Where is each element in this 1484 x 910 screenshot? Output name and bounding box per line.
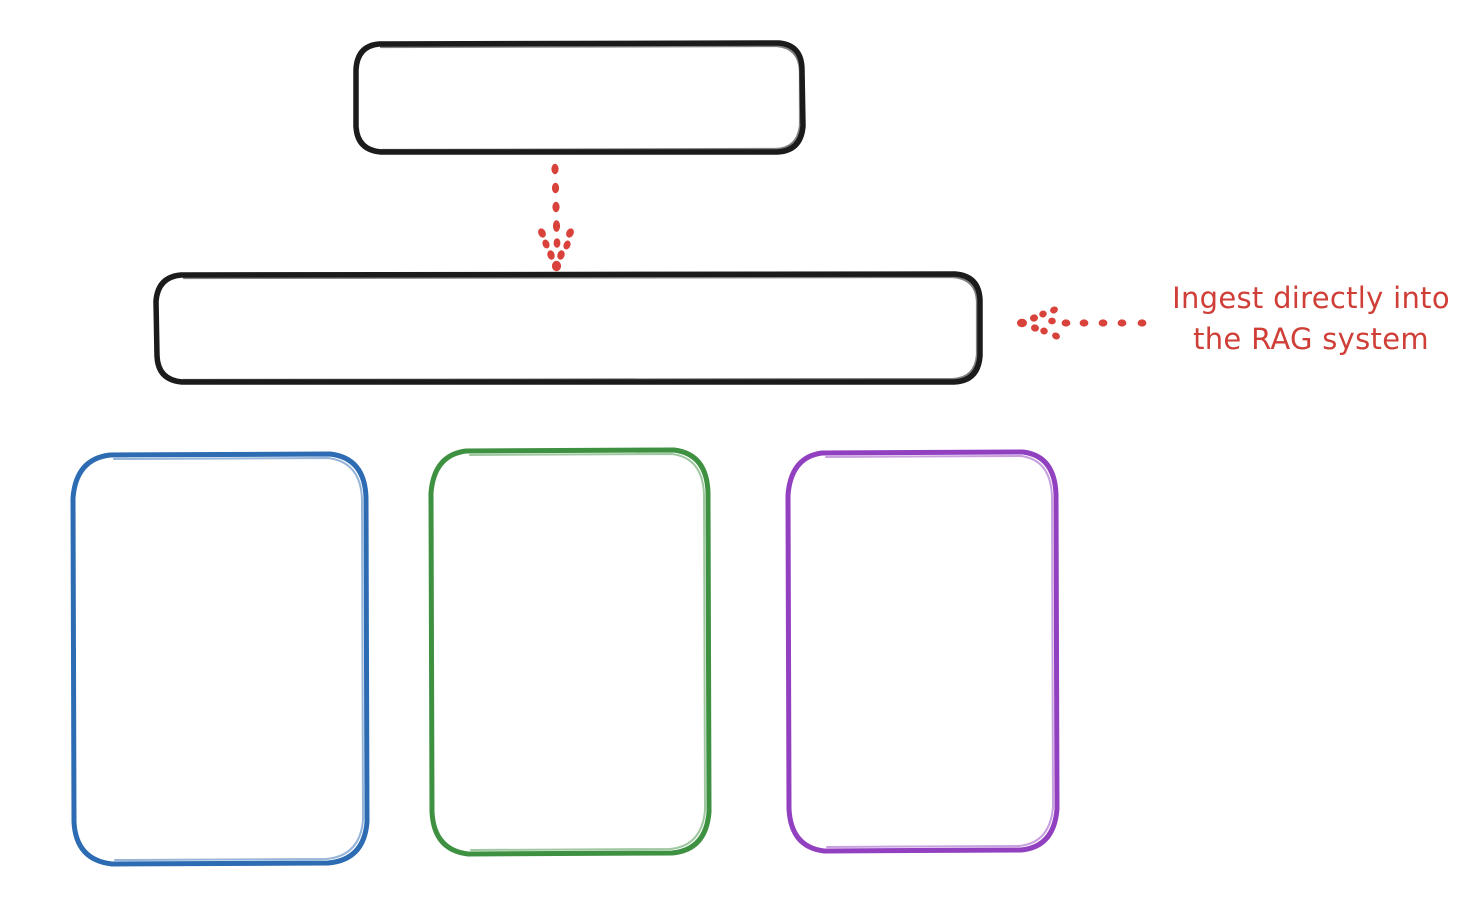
node-relational-io-label: RelationalIO (insert_sql, query_sql) SQL… (839, 562, 1006, 739)
connector-agent-to-rag-tool (508, 155, 618, 275)
down-dotted-arrow-icon (538, 163, 574, 272)
node-key-value-io[interactable]: KeyValueIO (set_key, delete_key, get) Ke… (426, 446, 714, 857)
annotation-ingest-label: Ingest directly into the RAG system (1172, 281, 1450, 357)
node-rag-tool-label: RAG Tool (498, 310, 638, 345)
node-vector-io-label: VectorIO (insert_chunks, delete_chunks, … (115, 552, 325, 765)
left-dotted-arrow-icon (1017, 306, 1147, 340)
node-vector-io[interactable]: VectorIO (insert_chunks, delete_chunks, … (68, 450, 372, 868)
node-relational-io[interactable]: RelationalIO (insert_sql, query_sql) SQL… (783, 448, 1062, 854)
node-agent-label: AGENT (514, 79, 644, 115)
node-rag-tool[interactable]: RAG Tool (153, 271, 983, 385)
node-key-value-io-label: KeyValueIO (set_key, delete_key, get) Ke… (459, 563, 681, 739)
connector-ingest-arrow (1015, 290, 1155, 354)
node-agent[interactable]: AGENT (353, 40, 806, 155)
